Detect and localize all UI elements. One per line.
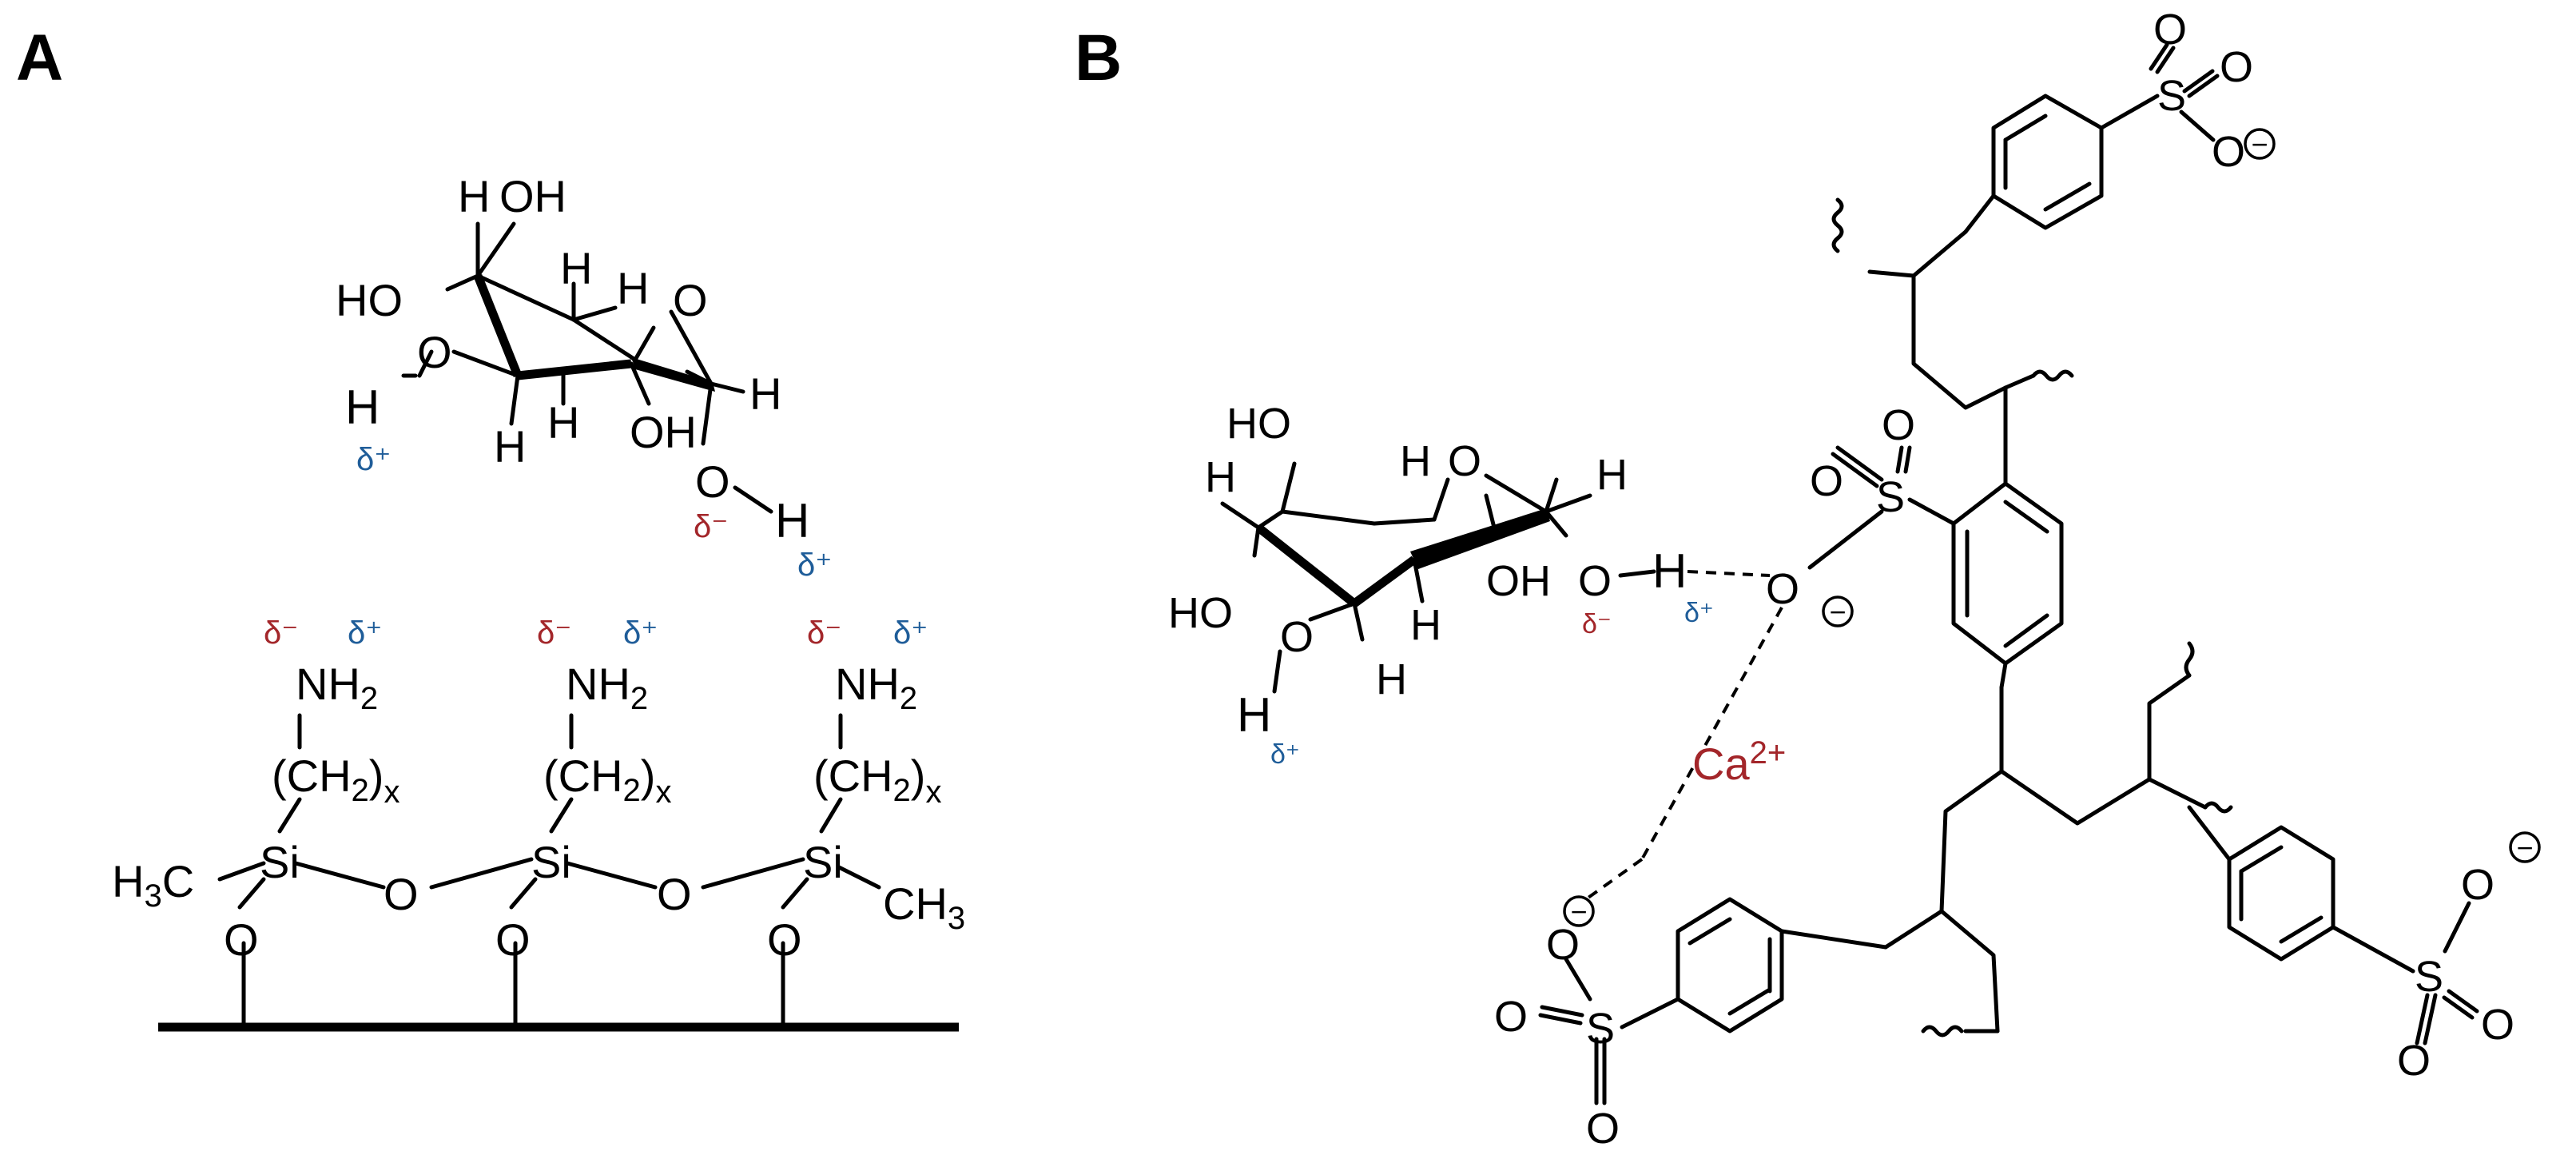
amine-nh2: NH2	[296, 659, 378, 716]
atom-h: H	[458, 171, 490, 221]
ring-oxygen: O	[1448, 437, 1481, 485]
silicon-atom: Si	[531, 837, 571, 887]
hydroxyl-h-bond-donor: H	[775, 494, 809, 548]
atom-h: H	[617, 263, 649, 313]
ring-oxygen: O	[673, 275, 708, 325]
negative-charge: −	[2509, 831, 2541, 864]
sulfonate-group	[2415, 901, 2479, 1046]
silicon-atom: Si	[803, 837, 843, 887]
atom-oh: OH	[630, 407, 697, 457]
benzene-ring	[2187, 805, 2415, 974]
anomeric-oxygen: O	[695, 456, 730, 507]
negative-charge: −	[1563, 895, 1595, 928]
atom-ho: HO	[1168, 589, 1233, 637]
delta-minus: δ⁻	[537, 615, 571, 651]
methyl-group: H3C	[112, 856, 194, 914]
oxygen-atom: O	[2481, 1001, 2514, 1049]
panel-label-b: B	[1075, 22, 1122, 94]
negative-charge: −	[2244, 128, 2276, 161]
glucose-b	[1220, 461, 1656, 694]
surface-oxygen: O	[767, 914, 802, 965]
delta-plus: δ⁺	[1270, 739, 1300, 770]
delta-plus: δ⁺	[623, 615, 658, 651]
delta-plus: δ⁺	[893, 615, 928, 651]
atom-o: O	[417, 327, 452, 377]
sulfonate-oxygen: O	[2212, 128, 2245, 176]
polymer-backbone	[1867, 229, 2208, 1034]
sulfonate-oxygen: O	[1546, 921, 1580, 969]
atom-oh: OH	[499, 171, 566, 221]
sulfonate-group	[2149, 42, 2220, 142]
oxygen-atom: O	[1494, 993, 1528, 1041]
delta-plus: δ⁺	[348, 615, 382, 651]
sulfonate-group	[1807, 445, 1912, 570]
alkyl-chain: (CH2)x	[543, 751, 671, 810]
amine-nh2: NH2	[566, 659, 648, 716]
sulfonate-oxygen: O	[2461, 861, 2495, 909]
sulfur-atom: S	[2157, 72, 2186, 120]
hydroxyl-h-bond-donor: H	[1652, 544, 1687, 598]
surface-oxygen: O	[224, 914, 259, 965]
oxygen-atom: O	[1810, 457, 1843, 505]
sulfonate-oxygen: O	[1766, 565, 1799, 613]
ionic-interaction	[1640, 607, 1783, 860]
svg-text:−: −	[1570, 895, 1587, 928]
atom-h: H	[1376, 655, 1407, 703]
silicon-atom: Si	[260, 837, 300, 887]
bridging-oxygen: O	[657, 869, 692, 919]
atom-o: O	[1280, 613, 1314, 661]
benzene-ring	[1620, 897, 1888, 1034]
hydroxyl-h-bond-donor: H	[1237, 688, 1271, 742]
atom-oh: OH	[1486, 557, 1551, 605]
anomeric-oxygen: O	[1578, 557, 1612, 605]
delta-plus: δ⁺	[797, 548, 832, 583]
alkyl-chain: (CH2)x	[272, 751, 400, 810]
aminosilane-surface	[158, 713, 959, 1032]
hydroxyl-h-bond-donor: H	[345, 380, 380, 434]
sulfur-atom: S	[2415, 953, 2443, 1001]
benzene-ring	[1963, 94, 2160, 234]
bridging-oxygen: O	[384, 869, 419, 919]
oxygen-atom: O	[1586, 1105, 1620, 1153]
svg-text:−: −	[1829, 595, 1846, 628]
alkyl-chain: (CH2)x	[813, 751, 941, 810]
negative-charge: −	[1822, 595, 1854, 628]
oxygen-atom: O	[2153, 6, 2187, 54]
atom-h: H	[547, 397, 579, 448]
surface-oxygen: O	[495, 914, 531, 965]
wavy-chain-ends	[1831, 197, 2233, 1038]
svg-text:−: −	[2251, 128, 2268, 161]
calcium-ion: Ca2+	[1692, 735, 1786, 789]
oxygen-atom: O	[2397, 1037, 2431, 1085]
atom-h: H	[560, 243, 592, 293]
delta-minus: δ⁻	[807, 615, 841, 651]
amine-nh2: NH2	[835, 659, 917, 716]
sulfonate-group	[1538, 957, 1607, 1105]
delta-plus: δ⁺	[356, 442, 391, 477]
delta-minus: δ⁻	[264, 615, 298, 651]
atom-ho: HO	[1226, 400, 1291, 448]
panel-label-a: A	[16, 22, 63, 94]
ionic-interaction	[1584, 858, 1644, 901]
sulfur-atom: S	[1876, 473, 1905, 521]
oxygen-atom: O	[1882, 401, 1915, 449]
atom-h: H	[1205, 453, 1236, 501]
atom-ho: HO	[336, 275, 403, 325]
glucose-a	[401, 221, 773, 514]
hydrogen-bond	[1687, 570, 1771, 577]
atom-h: H	[1596, 451, 1628, 499]
methyl-group: CH3	[883, 878, 965, 936]
oxygen-atom: O	[2220, 43, 2253, 91]
atom-h: H	[1400, 437, 1431, 485]
delta-plus: δ⁺	[1684, 598, 1714, 628]
atom-h: H	[1410, 601, 1441, 649]
atom-h: H	[494, 421, 526, 472]
benzene-ring	[1907, 481, 2064, 690]
sulfur-atom: S	[1586, 1005, 1615, 1053]
svg-text:−: −	[2516, 831, 2533, 864]
delta-minus: δ⁻	[1582, 609, 1612, 639]
delta-minus: δ⁻	[694, 509, 728, 544]
atom-h: H	[749, 368, 781, 419]
